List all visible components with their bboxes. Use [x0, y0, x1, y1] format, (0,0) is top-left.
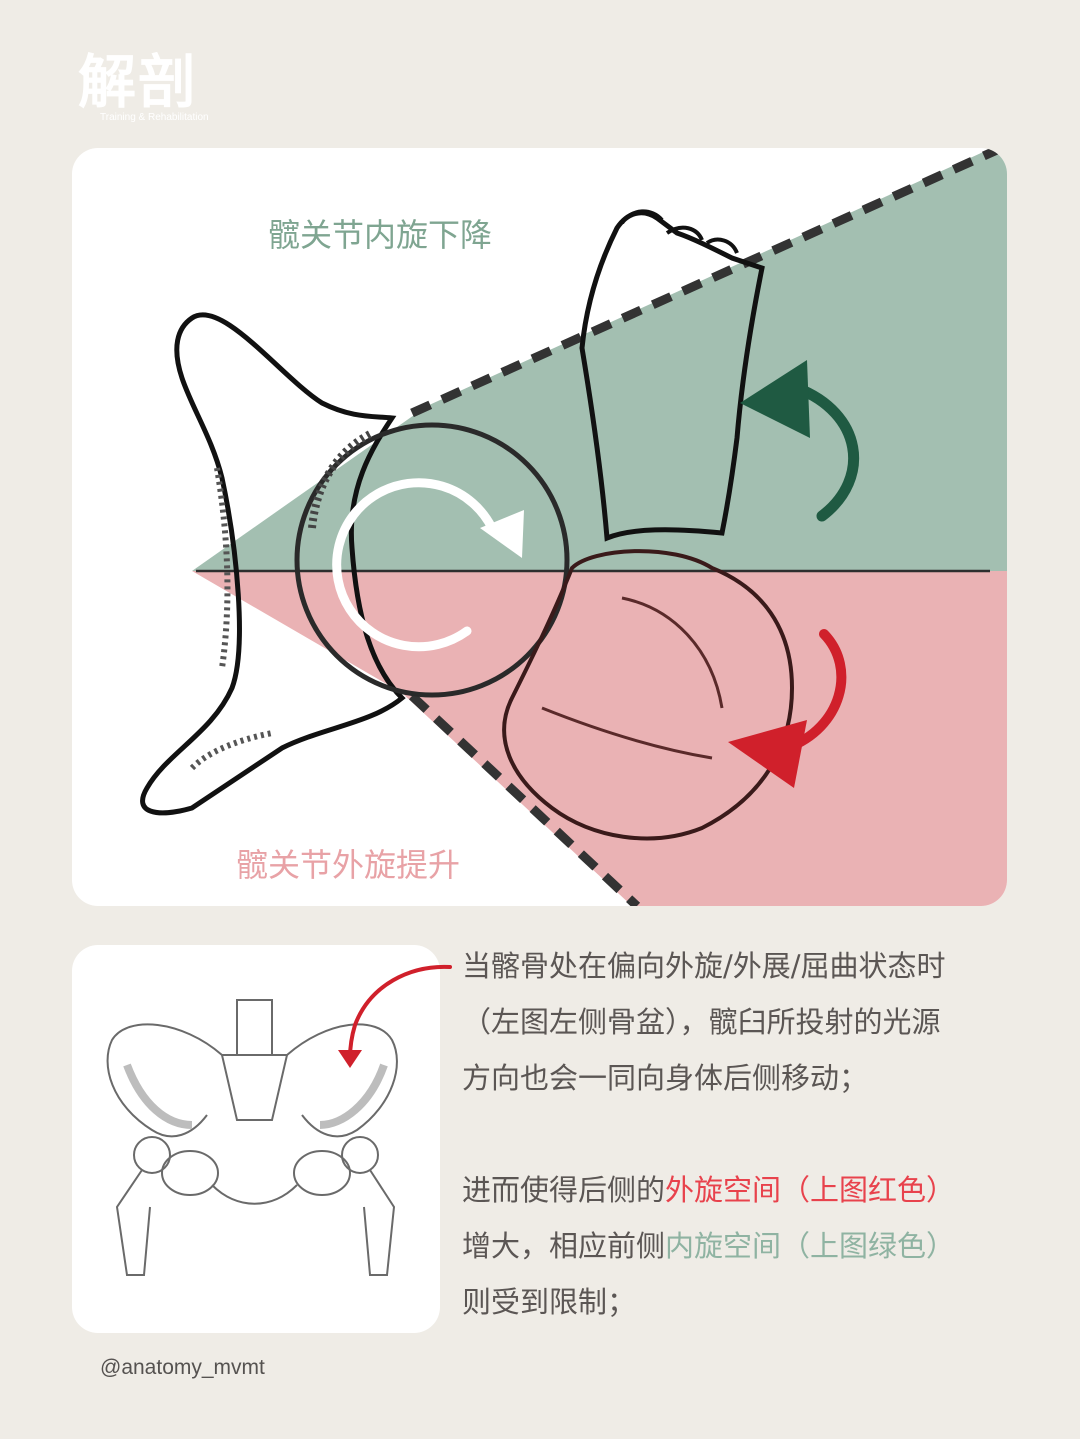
logo-subtitle: Training & Rehabilitation — [100, 112, 209, 123]
external-rotation-arc — [782, 629, 847, 753]
hip-rotation-diagram — [140, 148, 1007, 906]
external-rotation-arrowhead — [728, 720, 807, 788]
internal-rotation-label: 髋关节内旋下降 — [268, 216, 493, 254]
p2-line-2: 增大，相应前侧内旋空间（上图绿色） — [462, 1218, 1062, 1274]
callout-arrowhead — [338, 1050, 362, 1068]
internal-rotation-arrowhead — [740, 360, 810, 438]
hip-rotation-diagram-card: 髋关节内旋下降 髋关节外旋提升 — [72, 148, 1007, 906]
p1-line-1: 当髂骨处在偏向外旋/外展/屈曲状态时 — [462, 949, 946, 983]
p1-line-3: 方向也会一同向身体后侧移动； — [462, 1061, 869, 1095]
pelvis-illustration — [106, 999, 398, 1276]
internal-rotation-space-highlight: 内旋空间（上图绿色） — [665, 1229, 956, 1263]
left-femur — [115, 1169, 151, 1276]
left-femoral-head — [133, 1136, 171, 1174]
brand-logo: 解剖 Training & Rehabilitation — [78, 50, 238, 130]
rotation-arrowhead — [480, 510, 524, 558]
pubic-arch — [211, 1184, 298, 1205]
ilium-shading-left — [123, 1063, 193, 1129]
ilium-shading-2 — [189, 730, 273, 771]
ilium-outline — [140, 312, 406, 816]
right-obturator — [293, 1150, 351, 1196]
toes-sketch — [620, 209, 739, 254]
acetabulum-circle — [294, 422, 570, 698]
description-text: 当髂骨处在偏向外旋/外展/屈曲状态时 （左图左侧骨盆），髋臼所投射的光源 方向也… — [462, 938, 1062, 1330]
p1-line-2: （左图左侧骨盆），髋臼所投射的光源 — [462, 1005, 941, 1039]
external-rotation-label: 髋关节外旋提升 — [236, 846, 461, 884]
callout-arrow — [338, 964, 452, 1068]
internal-rotation-arc — [791, 382, 860, 522]
femur-sketch — [502, 549, 795, 841]
external-rotation-space-highlight: 外旋空间（上图红色） — [665, 1173, 956, 1207]
right-ilium — [286, 1023, 398, 1138]
internal-rotation-zone — [192, 148, 1007, 571]
p2-line-1: 进而使得后侧的外旋空间（上图红色） — [462, 1162, 1062, 1218]
rotation-arc — [332, 478, 497, 652]
callout-arrow-line — [348, 964, 452, 1060]
sacrum — [220, 1054, 289, 1121]
acetabulum-shading — [308, 429, 374, 529]
logo-text: 解剖 — [78, 48, 199, 116]
spine — [236, 999, 273, 1055]
leg-outline — [579, 210, 765, 542]
p2-line-3: 则受到限制； — [462, 1285, 637, 1319]
pelvis-illustration-card — [72, 945, 440, 1333]
left-obturator — [161, 1150, 219, 1196]
p2-line-1-prefix: 进而使得后侧的 — [462, 1173, 666, 1207]
upper-boundary-dashed — [410, 148, 999, 418]
ilium-shading-right — [319, 1063, 388, 1129]
right-femoral-head — [341, 1136, 379, 1174]
femur-sketch-inner — [541, 596, 724, 760]
p2-line-2-prefix: 增大，相应前侧 — [462, 1229, 666, 1263]
external-rotation-zone — [192, 571, 1007, 906]
ilium-shading — [214, 467, 231, 669]
left-ilium — [106, 1023, 223, 1138]
social-handle: @anatomy_mvmt — [100, 1356, 265, 1379]
right-femur — [363, 1169, 396, 1276]
lower-boundary-dashed — [408, 692, 641, 906]
